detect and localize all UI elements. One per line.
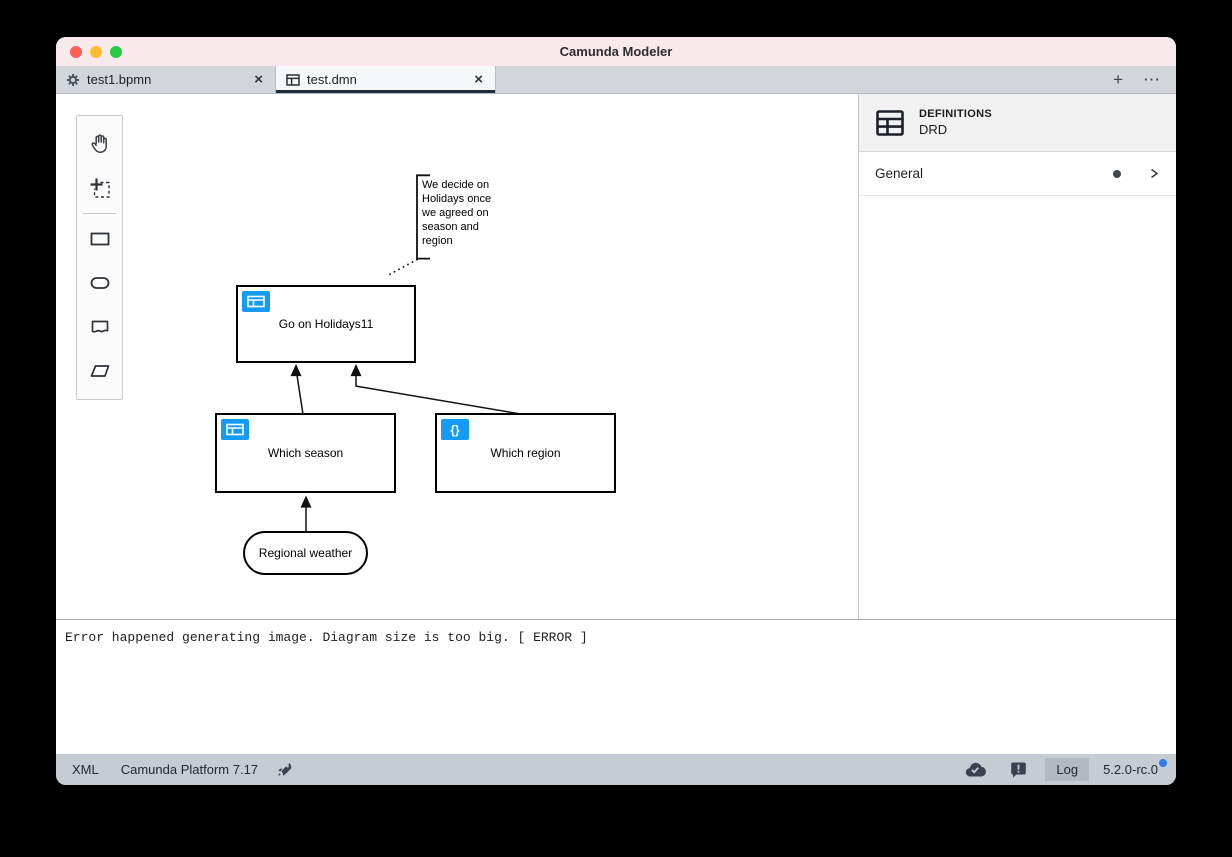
tab-label: test.dmn — [307, 72, 357, 87]
node-label: Regional weather — [258, 546, 353, 560]
annotation-bracket — [416, 174, 430, 260]
palette-separator — [83, 213, 116, 214]
version-label[interactable]: 5.2.0-rc.0 — [1103, 759, 1167, 777]
status-bar: XML Camunda Platform 7.17 — [56, 754, 1176, 785]
properties-panel: DEFINITIONS DRD General — [858, 94, 1176, 619]
log-toggle-button[interactable]: Log — [1045, 758, 1090, 781]
create-input-data-tool[interactable] — [80, 261, 120, 305]
chevron-right-icon — [1148, 167, 1160, 180]
version-text: 5.2.0-rc.0 — [1103, 762, 1158, 777]
edge-annotation-association[interactable] — [388, 258, 418, 276]
edge-season-to-holidays[interactable] — [296, 374, 304, 415]
tabbar-actions: + ⋯ — [1113, 66, 1176, 93]
traffic-lights — [70, 45, 122, 58]
alert-bubble-icon[interactable] — [1010, 761, 1027, 778]
create-knowledge-source-tool[interactable] — [80, 305, 120, 349]
decision-table-badge-icon[interactable] — [242, 291, 270, 312]
arrowhead — [290, 364, 302, 377]
create-business-knowledge-tool[interactable] — [80, 349, 120, 393]
hand-tool[interactable] — [80, 122, 120, 166]
group-general[interactable]: General — [859, 152, 1176, 196]
close-tab-button[interactable]: × — [254, 71, 263, 88]
lasso-tool[interactable] — [80, 166, 120, 210]
tab-bar: test1.bpmn × test.dmn × + ⋯ — [56, 66, 1176, 94]
create-decision-tool[interactable] — [80, 217, 120, 261]
arrowhead — [350, 364, 362, 377]
minimize-window-button[interactable] — [90, 45, 102, 58]
dmn-canvas[interactable]: We decide on Holidays once we agreed on … — [56, 94, 858, 619]
text-annotation[interactable]: We decide on Holidays once we agreed on … — [422, 179, 492, 247]
properties-element-name: DRD — [919, 122, 948, 137]
platform-label: Camunda Platform 7.17 — [120, 762, 259, 777]
camunda-modeler-window: Camunda Modeler test1.bpmn × test.dmn × — [56, 37, 1176, 785]
notification-dot-icon — [1159, 759, 1167, 767]
arrowhead — [300, 495, 312, 508]
properties-element-type: DEFINITIONS — [919, 108, 992, 120]
cloud-check-icon[interactable] — [964, 761, 987, 778]
log-message: Error happened generating image. Diagram… — [65, 630, 588, 645]
close-window-button[interactable] — [70, 45, 82, 58]
node-label: Go on Holidays11 — [278, 317, 374, 331]
node-regional-weather[interactable]: Regional weather — [243, 531, 368, 575]
new-tab-button[interactable]: + — [1113, 70, 1123, 89]
node-label: Which region — [490, 446, 561, 460]
edge-region-to-holidays[interactable] — [355, 375, 523, 415]
gear-icon — [66, 73, 80, 87]
diagram-edges — [290, 174, 523, 533]
tab-label: test1.bpmn — [87, 72, 152, 87]
node-go-on-holidays[interactable]: Go on Holidays11 — [236, 285, 416, 363]
decision-table-icon — [875, 108, 905, 138]
dmn-table-icon — [286, 73, 300, 86]
edited-dot-icon — [1113, 169, 1121, 178]
tab-test-dmn[interactable]: test.dmn × — [276, 66, 496, 93]
palette — [76, 115, 123, 400]
node-label: Which season — [267, 446, 344, 460]
properties-header: DEFINITIONS DRD — [859, 94, 1176, 152]
tab-overflow-button[interactable]: ⋯ — [1143, 70, 1160, 89]
window-title: Camunda Modeler — [559, 44, 673, 59]
close-tab-button[interactable]: × — [474, 71, 483, 88]
tab-test1-bpmn[interactable]: test1.bpmn × — [56, 66, 276, 93]
xml-toggle-button[interactable]: XML — [72, 762, 99, 777]
deploy-rocket-icon[interactable] — [276, 761, 293, 778]
titlebar: Camunda Modeler — [56, 37, 1176, 66]
main-area: We decide on Holidays once we agreed on … — [56, 94, 1176, 619]
node-which-region[interactable]: {} Which region — [435, 413, 616, 493]
group-label: General — [875, 166, 924, 181]
node-which-season[interactable]: Which season — [215, 413, 396, 493]
log-panel: Error happened generating image. Diagram… — [56, 619, 1176, 754]
decision-table-badge-icon[interactable] — [221, 419, 249, 440]
literal-expression-badge-icon[interactable]: {} — [441, 419, 469, 440]
zoom-window-button[interactable] — [110, 45, 122, 58]
